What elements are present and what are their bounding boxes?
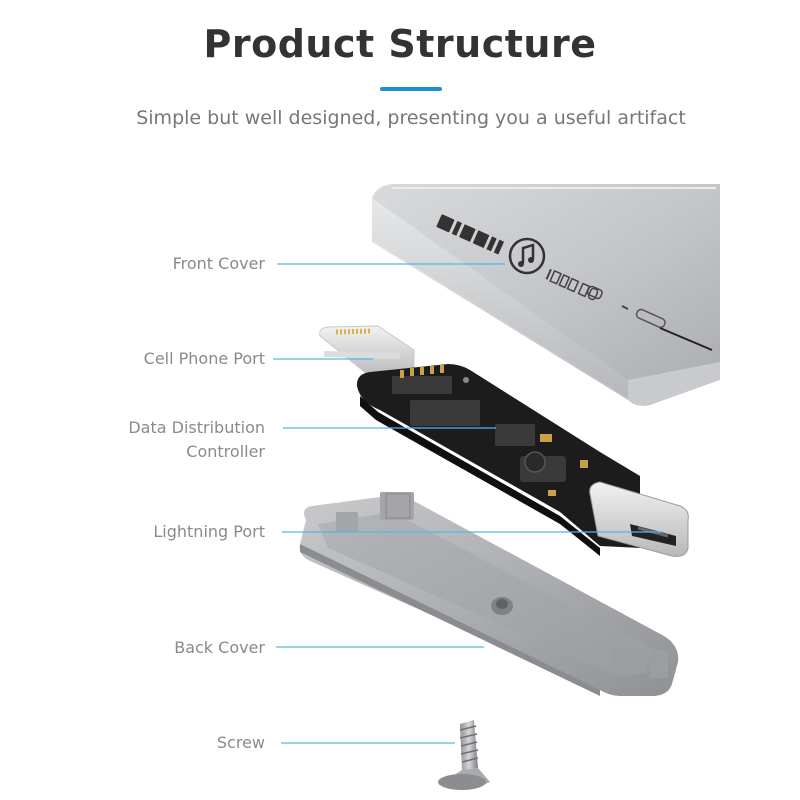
music-note-icon [508, 237, 546, 275]
lightning-port-connector [589, 481, 689, 557]
mode-icon [586, 285, 603, 300]
label-screw: Screw [216, 733, 265, 752]
data-distribution-controller-board [356, 364, 640, 556]
screw [438, 720, 490, 790]
page-title: Product Structure [203, 22, 597, 66]
front-cover [372, 184, 720, 406]
label-data-controller-line1: Data Distribution [128, 418, 265, 437]
title-underline [380, 87, 442, 91]
label-cell-phone-port: Cell Phone Port [143, 349, 265, 368]
back-cover [299, 492, 679, 696]
brand-logo [436, 214, 505, 255]
cell-phone-port-connector [319, 325, 415, 379]
indicator-slot-icon [621, 305, 713, 351]
label-data-controller: Data Distribution Controller [90, 416, 265, 464]
label-back-cover: Back Cover [174, 638, 265, 657]
label-front-cover: Front Cover [172, 254, 265, 273]
label-data-controller-line2: Controller [186, 442, 265, 461]
page-subtitle: Simple but well designed, presenting you… [136, 107, 686, 129]
label-lightning-port: Lightning Port [153, 522, 265, 541]
